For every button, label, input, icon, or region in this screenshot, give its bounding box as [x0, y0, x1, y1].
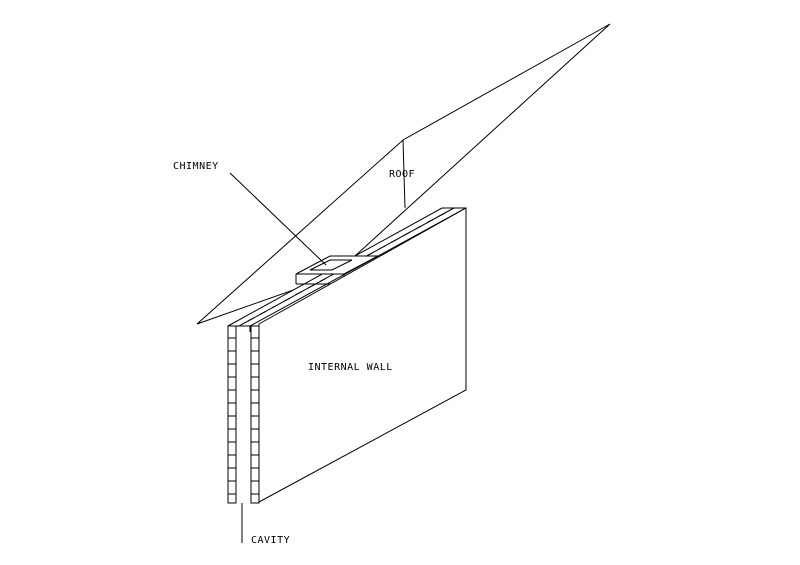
- chimney-leader: [229, 172, 327, 266]
- top-course-tick: [414, 225, 422, 230]
- top-course-tick: [438, 212, 446, 217]
- top-course-tick: [295, 291, 302, 296]
- top-course-tick: [307, 284, 314, 289]
- inner-leaf-courses: [251, 337, 259, 495]
- outer-leaf-courses: [228, 337, 236, 495]
- wall-top-coursing: [247, 212, 446, 322]
- top-course-tick: [283, 297, 291, 302]
- top-course-tick: [271, 304, 279, 309]
- top-course-tick: [379, 245, 386, 250]
- cavity-label: CAVITY: [251, 535, 290, 546]
- top-course-tick: [402, 232, 410, 237]
- chimney-label: CHIMNEY: [173, 161, 219, 172]
- top-course-tick: [426, 219, 434, 224]
- top-course-tick: [247, 317, 255, 322]
- chimney: [295, 255, 379, 285]
- internal-wall-label: INTERNAL WALL: [308, 362, 393, 373]
- inner-leaf: [250, 325, 260, 504]
- top-course-tick: [319, 278, 326, 283]
- roof-label: ROOF: [389, 169, 415, 180]
- top-course-tick: [391, 238, 398, 243]
- top-course-tick: [367, 251, 374, 256]
- outer-leaf: [227, 325, 237, 504]
- top-course-tick: [259, 310, 267, 315]
